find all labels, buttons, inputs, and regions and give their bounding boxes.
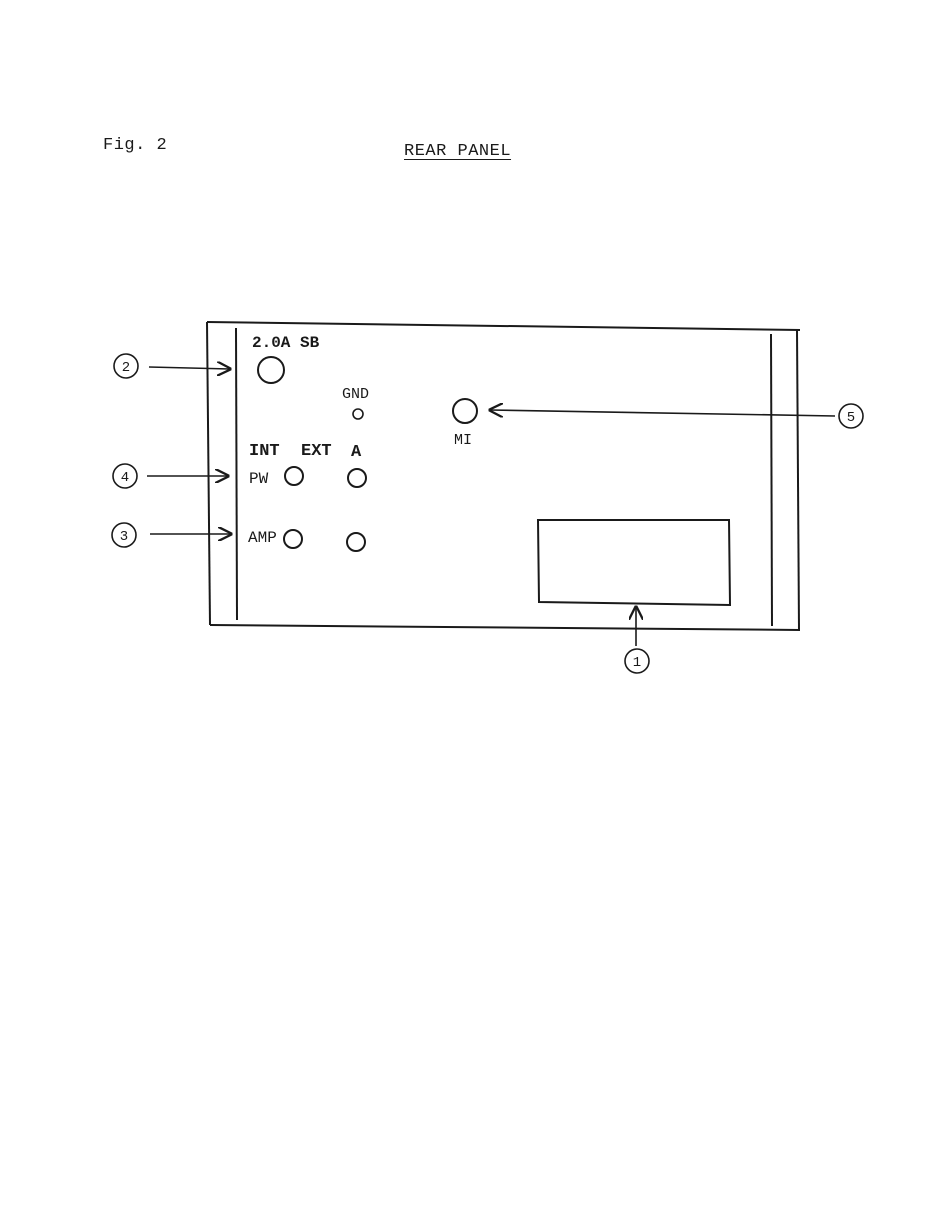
- amp-int-jack: [284, 530, 302, 548]
- mi-label: MI: [454, 432, 472, 449]
- amp-label: AMP: [248, 529, 277, 547]
- callout-2-arrow: [149, 367, 230, 369]
- column-int-label: INT: [249, 442, 280, 461]
- mi-connector: MI: [453, 399, 477, 449]
- callout-3-number: 3: [120, 529, 128, 545]
- callout-4: 4: [113, 464, 228, 488]
- callout-2-number: 2: [122, 360, 130, 376]
- mi-connector-circle: [453, 399, 477, 423]
- fuse-holder-circle: [258, 357, 284, 383]
- column-a-label: A: [351, 443, 362, 462]
- callout-3: 3: [112, 523, 231, 547]
- pw-label: PW: [249, 470, 269, 488]
- callout-1: 1: [625, 607, 649, 673]
- column-ext-label: EXT: [301, 442, 332, 461]
- gnd-label: GND: [342, 386, 369, 403]
- callout-4-number: 4: [121, 470, 129, 486]
- panel-outline: [207, 322, 800, 630]
- amp-a-jack: [347, 533, 365, 551]
- panel-right-rail: [771, 334, 772, 626]
- pw-int-jack: [285, 467, 303, 485]
- gnd-terminal: GND: [342, 386, 369, 419]
- gnd-terminal-circle: [353, 409, 363, 419]
- fuse-holder: 2.0A SB: [252, 334, 320, 383]
- callout-5: 5: [490, 404, 863, 428]
- pw-row: PW: [249, 467, 366, 488]
- pw-a-jack: [348, 469, 366, 487]
- display-window: [538, 520, 730, 605]
- amp-row: AMP: [248, 529, 365, 551]
- panel-left-rail: [236, 328, 237, 620]
- callout-2: 2: [114, 354, 230, 378]
- fuse-label: 2.0A SB: [252, 334, 320, 352]
- callout-5-number: 5: [847, 410, 855, 426]
- callout-1-number: 1: [633, 655, 641, 671]
- callout-5-arrow: [490, 410, 835, 416]
